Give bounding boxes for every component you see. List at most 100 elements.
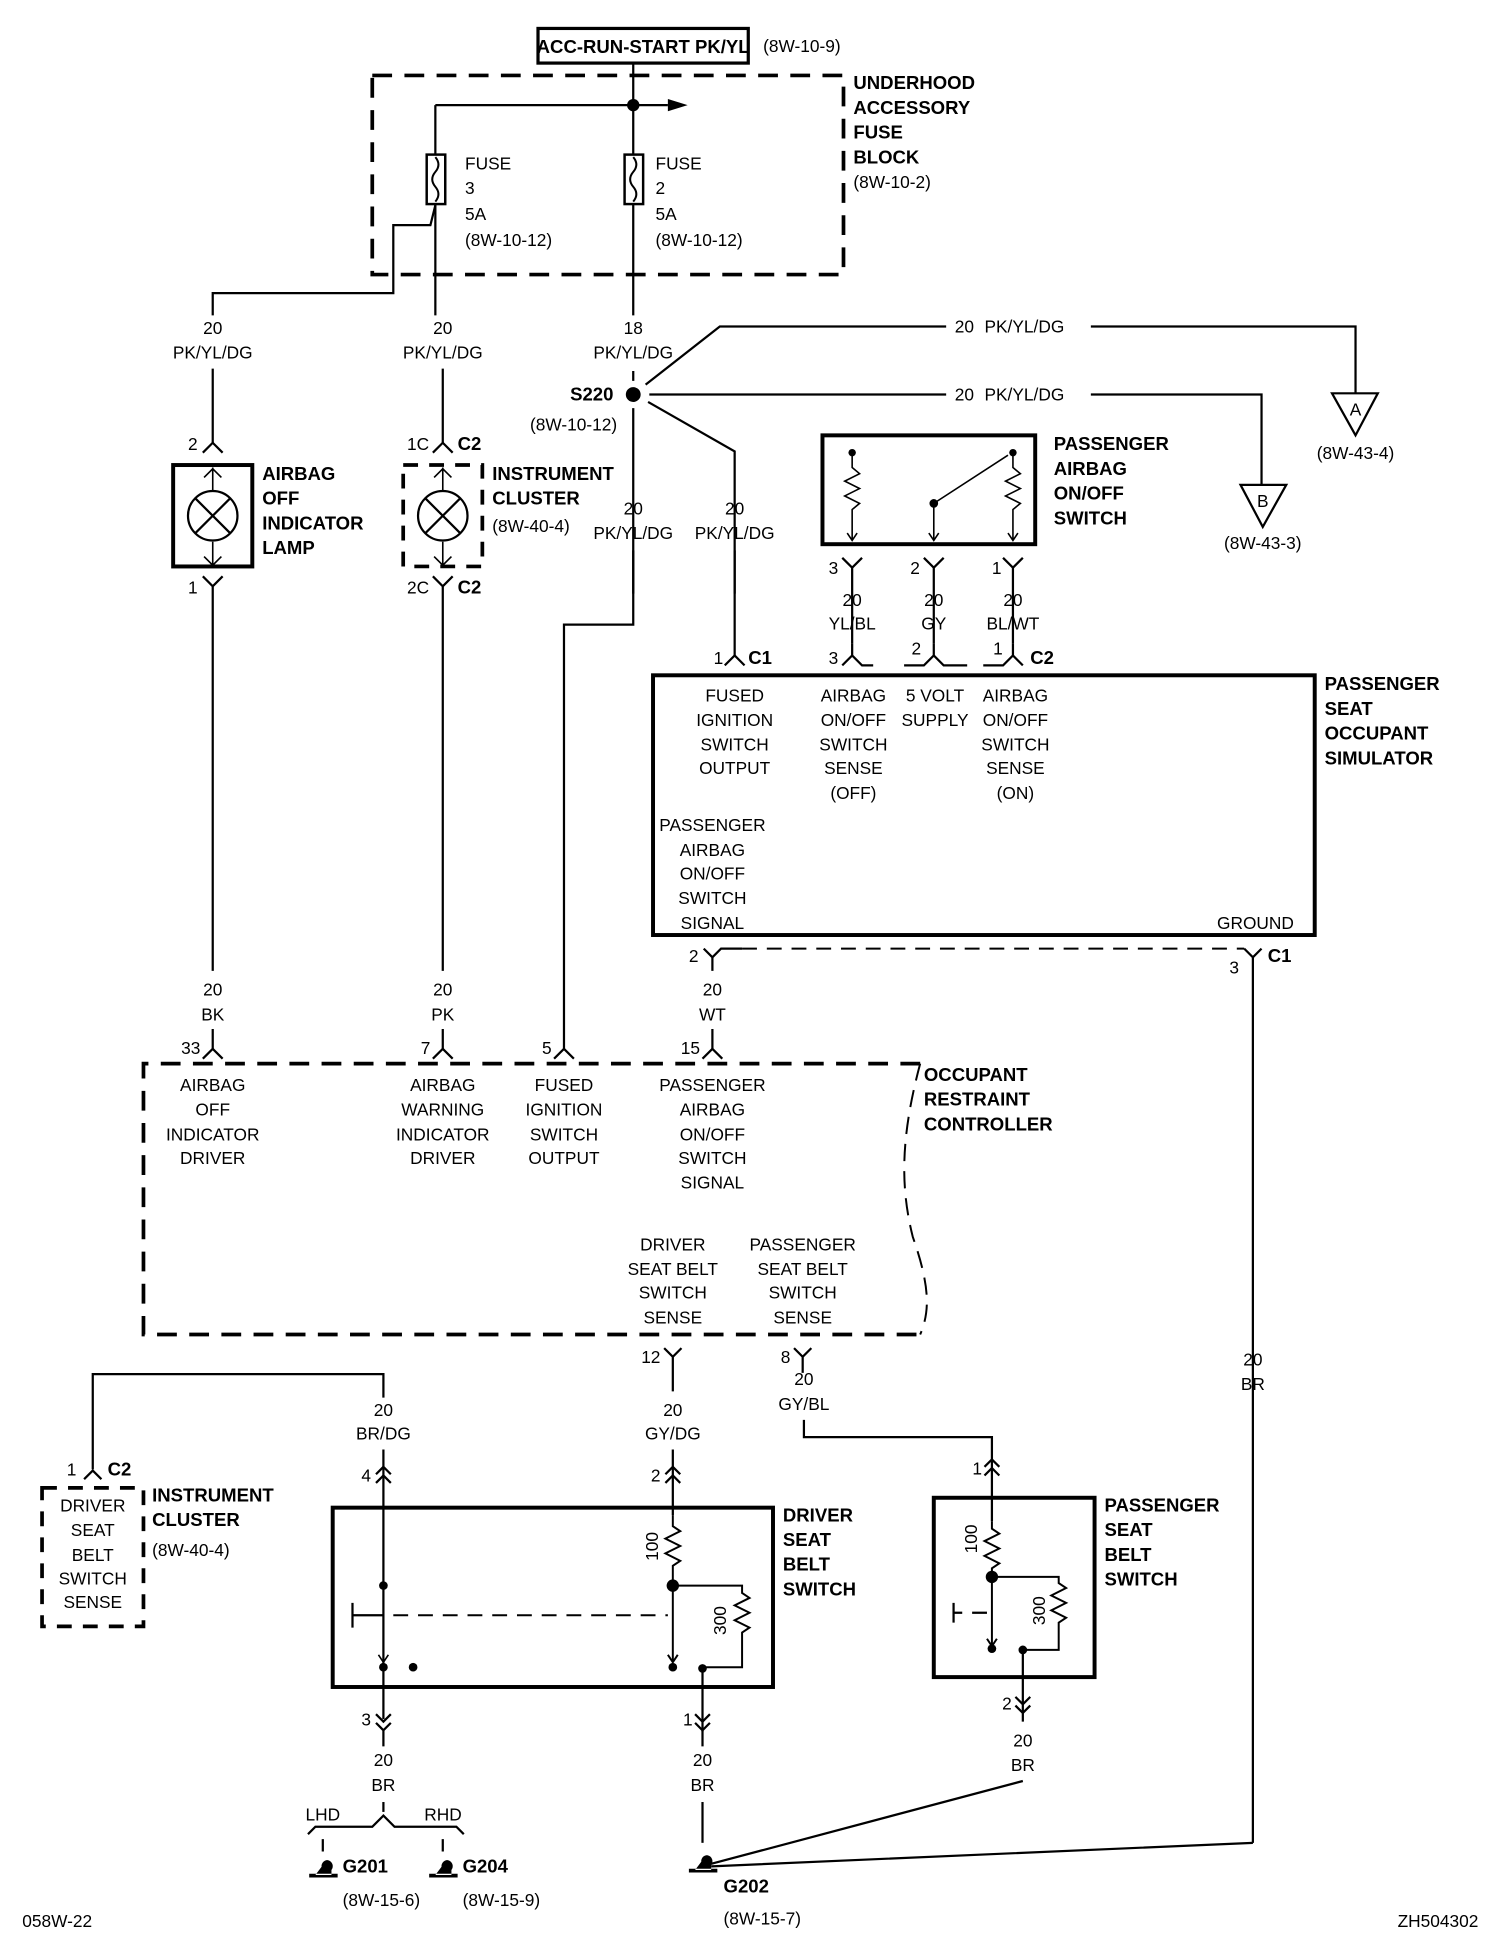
orc-functions-driver-belt-1-text: SEAT BELT: [628, 1259, 719, 1279]
pass-airbag-switch-pins-1-text: 2: [910, 558, 920, 578]
psos-functions-sense-on-2-text: SWITCH: [981, 735, 1049, 755]
cluster-belt-sense-inner-lines-2-text: BELT: [72, 1545, 114, 1565]
driver-belt-switch-r1-text: 100: [642, 1532, 662, 1561]
orc-functions-pass-signal-1-text: AIRBAG: [680, 1100, 745, 1120]
psos-name-lines-0-text: PASSENGER: [1325, 673, 1441, 694]
wires-splice-to-psos-gauge-text: 20: [725, 499, 744, 519]
cluster-belt-sense-inner-lines-0-text: DRIVER: [60, 1495, 125, 1515]
power-source: ACC-RUN-START PK/YL (8W-10-9): [536, 26, 841, 65]
psos-functions-signal-4-text: SIGNAL: [681, 913, 745, 933]
grounds-g204-name-text: G204: [463, 1856, 509, 1877]
wires-lamp-to-orc-color-text: BK: [201, 1004, 225, 1024]
wire-label-psos-to-orc: 20 WT: [699, 980, 726, 1025]
driver-belt-switch-name-lines-3-text: SWITCH: [783, 1578, 856, 1599]
cluster-belt-sense-inner-lines-3-text: SWITCH: [59, 1568, 127, 1588]
wires-driver-ground-left-gauge-text: 20: [374, 1750, 393, 1770]
psos-name-lines-1-text: SEAT: [1325, 698, 1374, 719]
psos-fn-five-volt: 5 VOLT SUPPLY: [902, 685, 969, 730]
fuse-2: FUSE 2 5A (8W-10-12): [623, 105, 743, 316]
passenger-seat-occupant-simulator: 1 C1 3 2 1 C2 PASSENGER SEAT OCCUPANT SI…: [651, 638, 1441, 1843]
psos-c2-pins-1-text: 2: [912, 638, 922, 658]
bus-continues-arrow: [667, 98, 688, 112]
cluster-belt-sense: 1 C2 DRIVER SEAT BELT SWITCH SENSE INSTR…: [40, 1459, 274, 1629]
psos-functions-sense-on-4-text: (ON): [997, 783, 1034, 803]
psos-fn-sense-off: AIRBAG ON/OFF SWITCH SENSE (OFF): [819, 685, 887, 803]
wire-label-to-a: 20: [955, 317, 974, 337]
orc-fn-pass-belt: PASSENGER SEAT BELT SWITCH SENSE: [749, 1234, 855, 1327]
orc-functions-driver-belt-3-text: SENSE: [643, 1307, 702, 1327]
psos-bottom-pin-signal-text: 2: [689, 946, 699, 966]
psos-functions-sense-on-1-text: ON/OFF: [983, 710, 1048, 730]
psos-functions-fused-ignition-3-text: OUTPUT: [699, 758, 771, 778]
wire-label-pin3-gauge: 20: [843, 590, 862, 610]
psos-functions-sense-off-3-text: SENSE: [824, 758, 883, 778]
fuse-block-fuses-0-label-text: FUSE: [465, 153, 511, 173]
pass-belt-switch-name-lines-0-text: PASSENGER: [1104, 1494, 1220, 1515]
ground-g202: G202 (8W-15-7): [688, 1855, 801, 1928]
instrument-cluster-lamp-connector-text: C2: [458, 577, 482, 598]
cluster-belt-sense-name-lines-1-text: CLUSTER: [152, 1509, 240, 1530]
wire-label-fuse3-left: 20 PK/YL/DG: [173, 318, 253, 363]
orc-functions-pass-signal-4-text: SIGNAL: [681, 1173, 745, 1193]
splice-s220: S220 (8W-10-12) 20 PK/YL/DG 20 PK/YL/DG: [530, 317, 1357, 594]
pass-airbag-switch-name-lines-0-text: PASSENGER: [1054, 433, 1170, 454]
orc-functions-pass-signal-2-text: ON/OFF: [680, 1124, 745, 1144]
pass-airbag-switch-pins-0-text: 3: [829, 558, 839, 578]
wires-driver-belt-color-text: GY/DG: [645, 1424, 701, 1444]
psos-functions-signal-2-text: ON/OFF: [680, 863, 745, 883]
orc-functions-fused-ign-2-text: SWITCH: [530, 1124, 598, 1144]
cluster-belt-sense-pin-text: 1: [67, 1460, 77, 1480]
instrument-cluster-lamp-connector-text: C2: [458, 433, 482, 454]
grounds-g201-name-text: G201: [343, 1856, 388, 1877]
instrument-cluster-lamp: 1C C2 INSTRUMENT CLUSTER (8W-40-4) 2C C2: [401, 368, 614, 971]
orc-name-lines-2-text: CONTROLLER: [924, 1113, 1053, 1134]
wires-cluster-to-orc-color-text: PK: [431, 1004, 455, 1024]
wire-label-to-b: 20: [955, 385, 974, 405]
grounds-g204-ref-text: (8W-15-9): [463, 1890, 541, 1910]
wire-label-driver-ground-left: 20 BR: [371, 1750, 395, 1795]
instrument-cluster-lamp-ref-text: (8W-40-4): [492, 516, 570, 536]
power-source-ref: (8W-10-9): [763, 36, 841, 56]
psos-functions-five-volt-0-text: 5 VOLT: [906, 685, 965, 705]
offpage-connector-b: B (8W-43-3): [1224, 483, 1302, 553]
instrument-cluster-lamp-pin-top-text: 1C: [407, 434, 429, 454]
driver-belt-switch-name-lines-2-text: BELT: [783, 1554, 831, 1575]
wire-label-lamp-to-orc: 20 BK: [201, 980, 225, 1025]
ground-g201: G201 (8W-15-6): [309, 1856, 420, 1910]
instrument-cluster-lamp-name-lines-1-text: CLUSTER: [492, 488, 580, 509]
psos-name-lines-3-text: SIMULATOR: [1325, 747, 1434, 768]
wires-fuse3-left-gauge-text: 20: [203, 318, 222, 338]
wire-label-splice-to-psos: 20 PK/YL/DG: [695, 499, 775, 544]
grounds-g201-ref-text: (8W-15-6): [343, 1890, 421, 1910]
wires-cluster-to-orc-gauge-text: 20: [433, 980, 452, 1000]
offpage-connector-a: A (8W-43-4): [1317, 392, 1394, 463]
orc-functions-pass-belt-0-text: PASSENGER: [749, 1234, 855, 1254]
airbag-off-indicator-lamp: 2 AIRBAG OFF INDICATOR LAMP 1: [171, 368, 364, 971]
wires-driver-ground-right-gauge-text: 20: [693, 1750, 712, 1770]
wire-label-fuse2-out: 18 PK/YL/DG: [593, 318, 673, 363]
instrument-cluster-lamp-name-lines-0-text: INSTRUMENT: [492, 463, 614, 484]
driver-belt-switch-pin-left-top-text: 4: [361, 1466, 371, 1486]
orc-functions-pass-belt-1-text: SEAT BELT: [758, 1259, 849, 1279]
fuse-3: FUSE 3 5A (8W-10-12): [211, 105, 552, 316]
psos-bottom-pin-ground-text: 3: [1229, 957, 1239, 977]
splice-ref: (8W-10-12): [530, 414, 617, 434]
wires-splice-to-orc-color-text: PK/YL/DG: [593, 523, 673, 543]
wire-label-driver-ground-right: 20 BR: [690, 1750, 714, 1795]
wires-switch-pin1-color-text: BL/WT: [987, 614, 1040, 634]
psos-functions-signal-0-text: PASSENGER: [659, 815, 765, 835]
fuse-block-fuses-0-rating-text: 5A: [465, 204, 487, 224]
driver-belt-switch-pin-right-bottom-text: 1: [683, 1709, 693, 1729]
pass-airbag-switch-name-lines-3-text: SWITCH: [1054, 507, 1127, 528]
wires-cluster-belt-gauge-text: 20: [374, 1400, 393, 1420]
orc-functions-warn-driver-2-text: INDICATOR: [396, 1124, 490, 1144]
orc-pins-p15-text: 15: [681, 1038, 700, 1058]
pass-belt-switch-pin-top-text: 1: [972, 1458, 982, 1478]
wire-label-cluster-belt: 20 BR/DG: [356, 1400, 411, 1443]
ground-icon: [429, 1860, 458, 1878]
airbag-off-lamp-name-lines-2-text: INDICATOR: [262, 512, 364, 533]
wires-pass-ground-color-text: BR: [1011, 1755, 1035, 1775]
wires-psos-ground-color-text: BR: [1241, 1374, 1265, 1394]
wires-driver-ground-left-color-text: BR: [371, 1775, 395, 1795]
wire-label-cluster-to-orc: 20 PK: [431, 980, 455, 1025]
